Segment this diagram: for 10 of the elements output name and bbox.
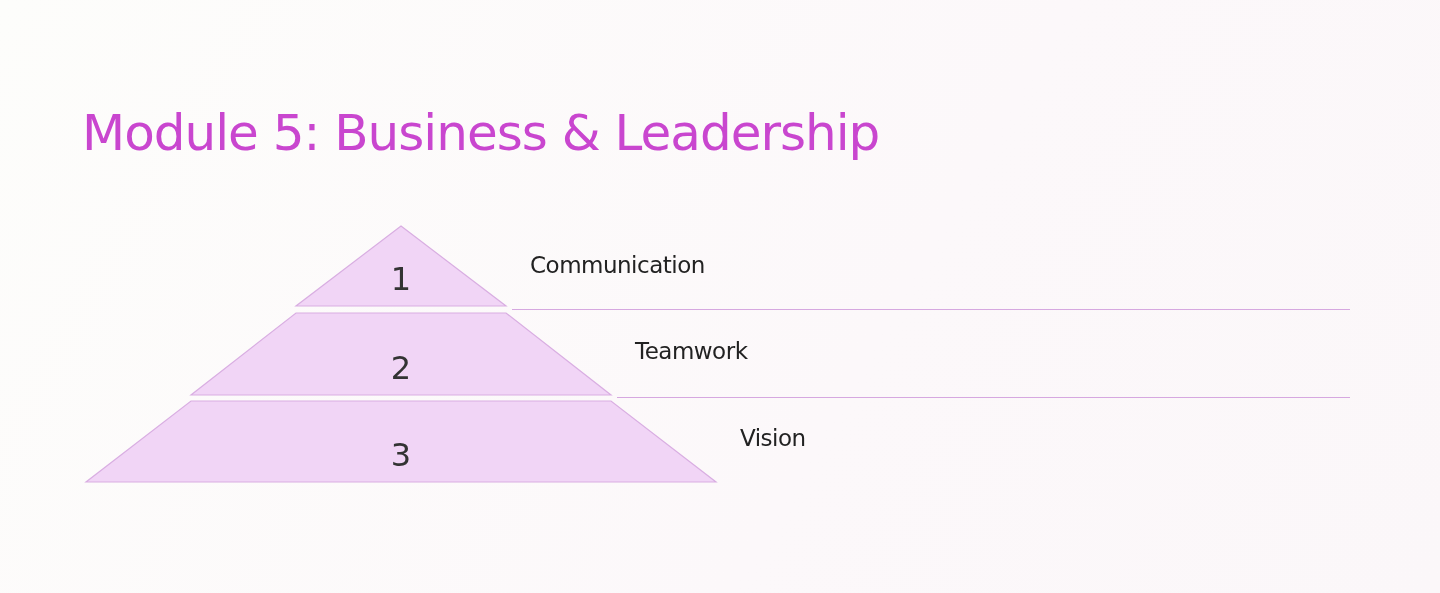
level-label: Communication — [530, 252, 705, 278]
level-number: 1 — [389, 260, 413, 298]
level-label: Vision — [740, 425, 806, 451]
pyramid-level — [86, 401, 716, 482]
level-number: 3 — [389, 436, 413, 474]
pyramid-level — [296, 226, 506, 306]
level-number: 2 — [389, 349, 413, 387]
level-label: Teamwork — [635, 338, 748, 364]
pyramid-level — [191, 313, 611, 395]
slide-title: Module 5: Business & Leadership — [82, 104, 880, 162]
